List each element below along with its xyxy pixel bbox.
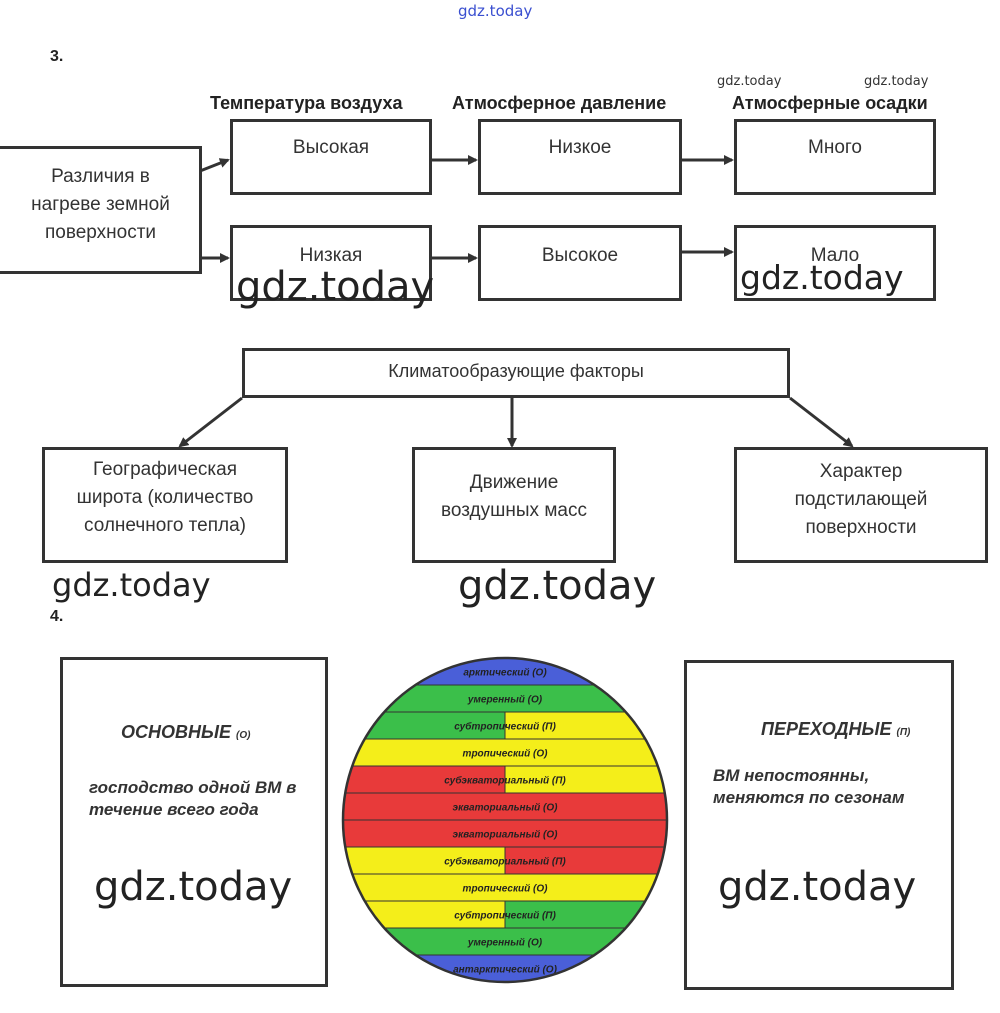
zone-label: тропический (О) <box>463 884 549 895</box>
zone-band-half <box>504 765 667 794</box>
factor-surface-text: Характер подстилающей поверхности <box>794 461 928 538</box>
zone-label: тропический (О) <box>463 749 549 760</box>
basic-types-box: ОСНОВНЫЕ (О) господство одной ВМ в течен… <box>60 657 328 987</box>
climate-zones-circle: арктический (О) умеренный (О) субтропическ… <box>341 656 669 984</box>
zone-label: экваториальный (О) <box>453 803 559 814</box>
zone-band <box>343 819 667 848</box>
factor-latitude-text: Географическая широта (количество солнеч… <box>76 459 254 536</box>
factor-air-masses-text: Движение воздушных масс <box>441 472 587 521</box>
transitional-types-box: ПЕРЕХОДНЫЕ (П) ВМ непостоянны, меняются … <box>684 660 954 990</box>
box-precip-much: Много <box>734 119 936 195</box>
watermark-big-2: gdz.today <box>458 563 657 609</box>
factors-title-box: Климатообразующие факторы <box>242 348 790 398</box>
watermark-small-1: gdz.today <box>717 74 782 89</box>
factor-box-surface: Характер подстилающей поверхности <box>734 447 988 563</box>
zone-band <box>343 738 667 767</box>
box-pressure-high-text: Высокое <box>541 245 619 266</box>
arrow-factors-right <box>789 396 854 448</box>
zone-label: умеренный (О) <box>467 938 543 949</box>
zone-label: арктический (О) <box>463 668 547 679</box>
header-pressure: Атмосферное давление <box>452 93 667 113</box>
box-precip-much-text: Много <box>808 137 862 158</box>
zone-band-half <box>504 846 667 875</box>
box-temp-high: Высокая <box>230 119 432 195</box>
box-precip-little-text: Мало <box>810 245 860 266</box>
header-temperature: Температура воздуха <box>210 93 403 113</box>
zone-label: субэкваториальный (П) <box>444 856 566 868</box>
watermark-big-1: gdz.today <box>236 264 435 310</box>
zone-label: субтропический (П) <box>454 910 556 922</box>
box-pressure-high: Высокое <box>478 225 682 301</box>
watermark-small-2: gdz.today <box>864 74 929 89</box>
zone-band <box>343 792 667 821</box>
arrow-factors-left <box>178 396 243 448</box>
basic-description: господство одной ВМ в течение всего года <box>89 778 297 819</box>
factor-box-air-masses: Движение воздушных масс <box>412 447 616 563</box>
factors-title: Климатообразующие факторы <box>388 361 644 381</box>
source-box: Различия в нагреве земной поверхности <box>0 146 202 274</box>
watermark-mid-2: gdz.today <box>52 566 211 604</box>
box-temp-low-text: Низкая <box>299 245 363 266</box>
factor-box-latitude: Географическая широта (количество солнеч… <box>42 447 288 563</box>
flow-arrows <box>178 155 854 448</box>
box-pressure-low: Низкое <box>478 119 682 195</box>
box-temp-high-text: Высокая <box>292 137 370 158</box>
watermark-mid-1: gdz.today <box>740 258 904 297</box>
zone-label: умеренный (О) <box>467 695 543 706</box>
task-3-number: 3. <box>50 48 64 65</box>
zone-label: субтропический (П) <box>454 721 556 733</box>
zone-label: экваториальный (О) <box>453 830 559 841</box>
transitional-title: ПЕРЕХОДНЫЕ (П) <box>761 719 911 739</box>
basic-title: ОСНОВНЫЕ (О) <box>121 722 251 742</box>
box-temp-low: Низкая <box>230 225 432 301</box>
task-4-number: 4. <box>50 608 64 625</box>
zone-label: антарктический (О) <box>453 965 557 976</box>
arrow-source-to-high <box>199 158 230 173</box>
zone-label: субэкваториальный (П) <box>444 775 566 787</box>
watermark-big-3: gdz.today <box>94 864 293 910</box>
header-precipitation: Атмосферные осадки <box>732 93 928 113</box>
watermark-top: gdz.today <box>458 2 533 20</box>
box-precip-little: Мало <box>734 225 936 301</box>
source-box-text: Различия в нагреве земной поверхности <box>31 166 170 243</box>
transitional-description: ВМ непостоянны, меняются по сезонам <box>713 766 905 807</box>
watermark-big-4: gdz.today <box>718 864 917 910</box>
box-pressure-low-text: Низкое <box>548 137 612 158</box>
